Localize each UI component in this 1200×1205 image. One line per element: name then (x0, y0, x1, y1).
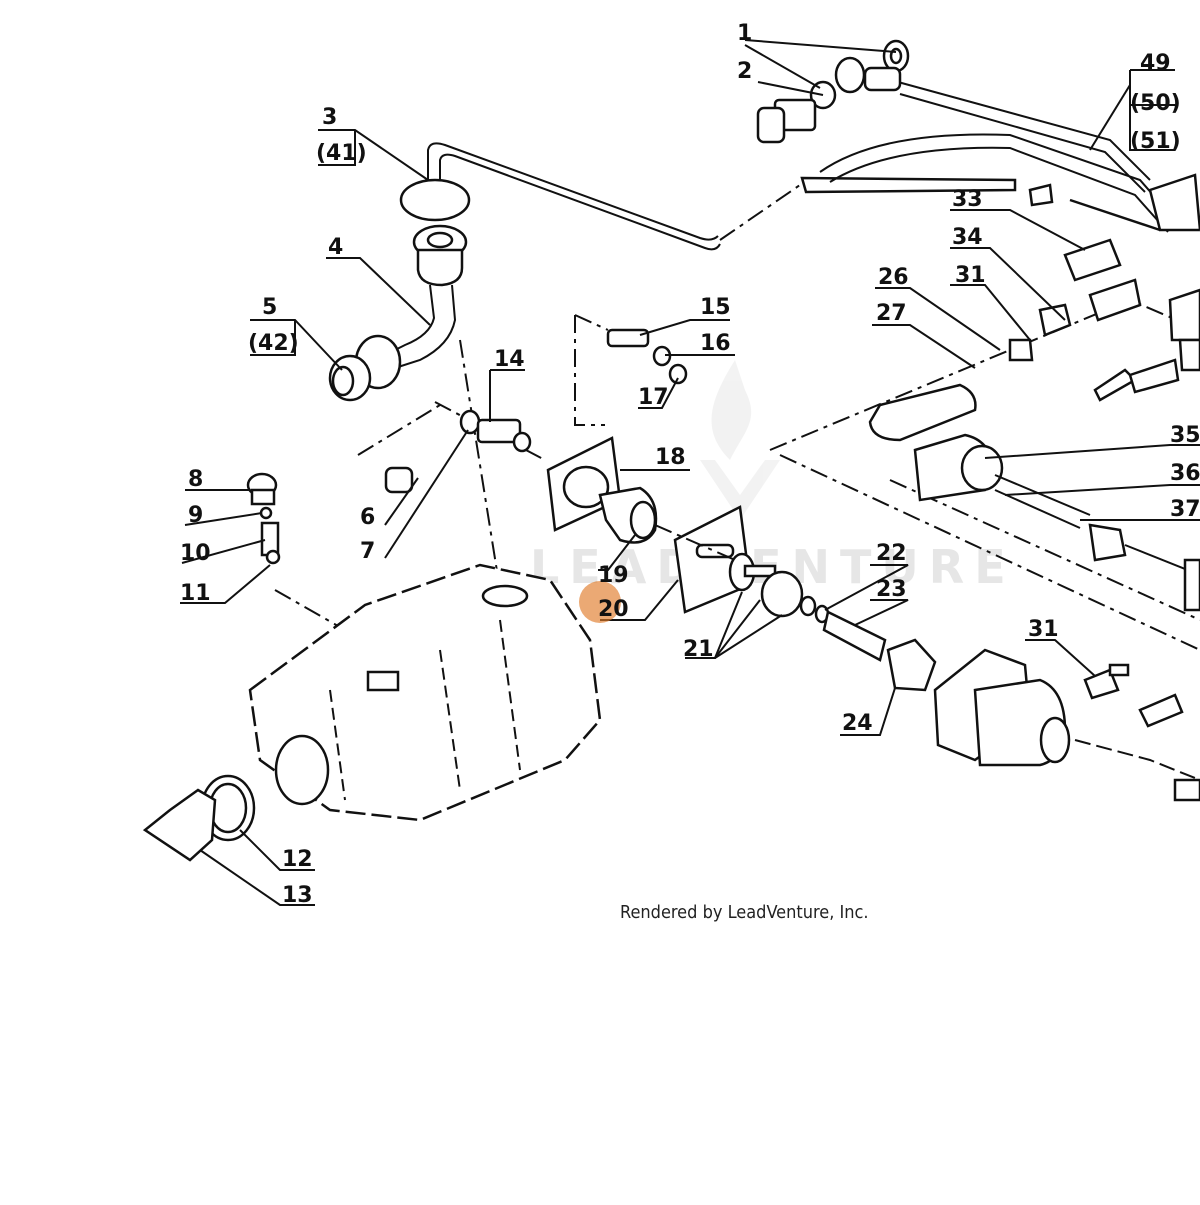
flange-plate (546, 436, 690, 571)
callout-24[interactable]: 24 (842, 711, 873, 736)
callout-17[interactable]: 17 (638, 385, 669, 410)
callout-18[interactable]: 18 (655, 445, 686, 470)
banjo-fitting (744, 39, 910, 144)
callout-lines-right (872, 69, 1200, 521)
callout-4[interactable]: 4 (328, 235, 343, 260)
callout-49[interactable]: 49 (1140, 51, 1171, 76)
callout-5[interactable]: 5 (262, 295, 277, 320)
callout-labels: 1 2 3 (41) 4 5 (42) 6 7 8 9 10 11 12 13 … (180, 21, 1200, 908)
check-valve-stack (180, 472, 381, 651)
callout-2[interactable]: 2 (737, 59, 752, 84)
shaft-and-spring-group (685, 552, 937, 736)
gasket-plate (600, 505, 752, 621)
callout-33[interactable]: 33 (952, 187, 983, 212)
callout-36[interactable]: 36 (1170, 461, 1200, 486)
fuel-elbow-assembly (328, 178, 471, 402)
callout-42[interactable]: (42) (248, 331, 299, 356)
watermark-logo-icon (700, 360, 780, 520)
callout-15[interactable]: 15 (700, 295, 731, 320)
fitting-group-14 (357, 339, 546, 591)
callout-37[interactable]: 37 (1170, 497, 1200, 522)
callout-20[interactable]: 20 (598, 597, 629, 622)
callout-34[interactable]: 34 (952, 225, 983, 250)
callout-12[interactable]: 12 (282, 847, 313, 872)
callout-26[interactable]: 26 (878, 265, 909, 290)
callout-highlight-marker[interactable] (579, 581, 621, 623)
callout-16[interactable]: 16 (700, 331, 731, 356)
callout-35[interactable]: 35 (1170, 423, 1200, 448)
callout-14[interactable]: 14 (494, 347, 525, 372)
callout-8[interactable]: 8 (188, 467, 203, 492)
callout-10[interactable]: 10 (180, 541, 211, 566)
callout-7[interactable]: 7 (360, 539, 375, 564)
callout-31-lower[interactable]: 31 (1028, 617, 1059, 642)
solenoid-assembly (933, 639, 1200, 802)
callout-lines-left (250, 129, 431, 371)
callout-41[interactable]: (41) (316, 141, 367, 166)
callout-3[interactable]: 3 (322, 105, 337, 130)
fuel-pipe-upper (427, 81, 1176, 251)
callout-23[interactable]: 23 (876, 577, 907, 602)
pump-housing (248, 563, 602, 822)
callout-19[interactable]: 19 (598, 563, 629, 588)
callout-6[interactable]: 6 (360, 505, 375, 530)
callout-1[interactable]: 1 (737, 21, 752, 46)
credit-text: Rendered by LeadVenture, Inc. (620, 902, 869, 923)
callout-50[interactable]: (50) (1130, 91, 1181, 116)
callout-27[interactable]: 27 (876, 301, 907, 326)
callout-11[interactable]: 11 (180, 581, 211, 606)
callout-9[interactable]: 9 (188, 503, 203, 528)
drain-plug-assembly (142, 774, 315, 906)
callout-21[interactable]: 21 (683, 637, 714, 662)
bolt-washer-group (574, 314, 735, 426)
callout-51[interactable]: (51) (1130, 129, 1181, 154)
callout-31-upper[interactable]: 31 (955, 263, 986, 288)
callout-22[interactable]: 22 (876, 541, 907, 566)
callout-13[interactable]: 13 (282, 883, 313, 908)
